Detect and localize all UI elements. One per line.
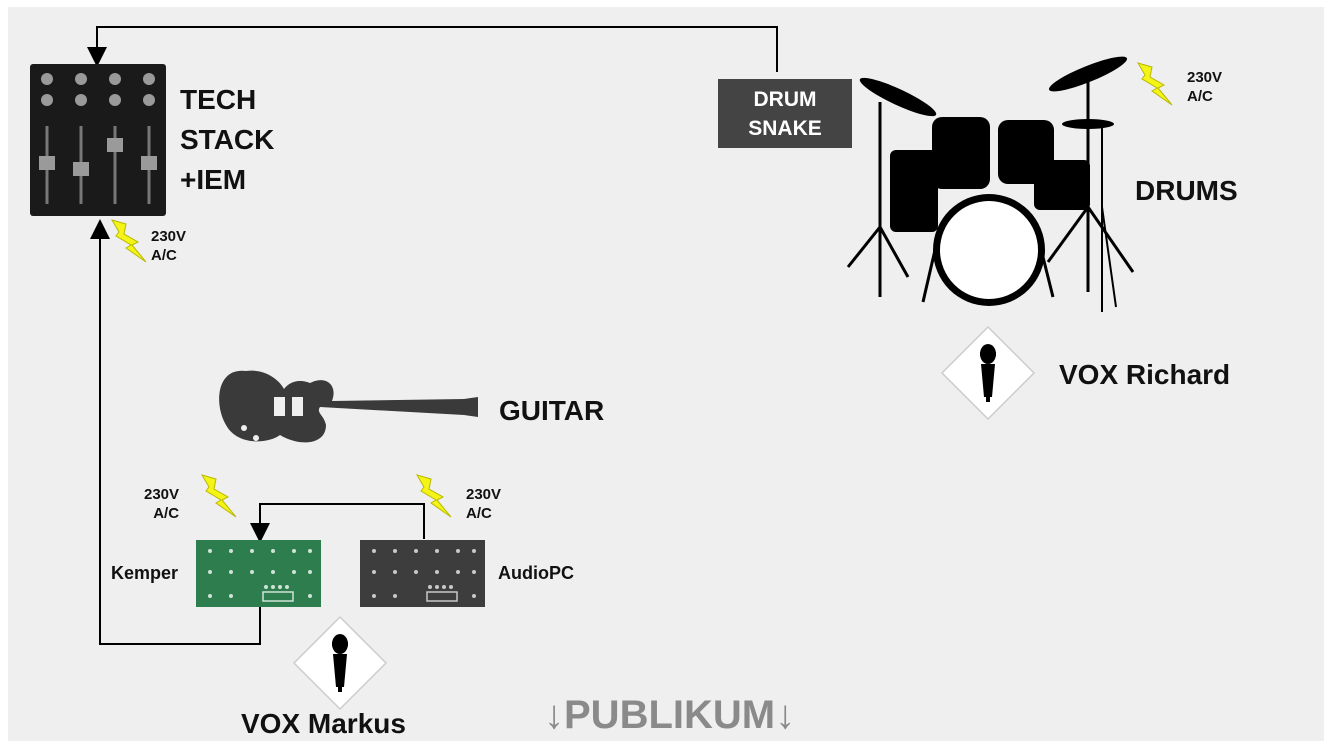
mixer-icon xyxy=(30,64,166,216)
drum-kit-icon xyxy=(846,56,1135,312)
audiopc-pedalboard-icon xyxy=(360,540,485,607)
audience-label: ↓PUBLIKUM↓ xyxy=(544,693,796,737)
power-type: A/C xyxy=(1187,88,1213,105)
power-voltage: 230V xyxy=(151,228,187,245)
drum-snake-box: DRUM SNAKE xyxy=(718,79,852,148)
lightning-icon xyxy=(416,474,452,518)
drums-label: DRUMS xyxy=(1135,175,1238,206)
drum-snake-line1: DRUM xyxy=(753,87,817,111)
power-label-drums: 230V A/C xyxy=(1187,68,1222,106)
tech-stack-line: TECH xyxy=(180,84,257,115)
tech-stack-line: +IEM xyxy=(180,164,247,195)
lightning-icon xyxy=(111,219,147,263)
stage-plot: TECH STACK +IEM DRUM SNAKE 230V A/C 230V… xyxy=(8,7,1324,741)
kemper-pedalboard-icon xyxy=(196,540,321,607)
guitar-label: GUITAR xyxy=(499,395,605,426)
guitar-icon xyxy=(219,370,479,450)
microphone-icon xyxy=(293,616,387,710)
cable-kemper-to-tech xyxy=(90,219,261,645)
drum-snake-line2: SNAKE xyxy=(748,116,822,140)
tech-stack-line: STACK xyxy=(180,124,275,155)
power-voltage: 230V xyxy=(466,486,502,503)
lightning-icon xyxy=(201,474,237,518)
power-voltage: 230V xyxy=(144,486,180,503)
power-type: A/C xyxy=(466,505,492,522)
tech-stack-label: TECH STACK +IEM xyxy=(180,80,274,200)
microphone-icon xyxy=(941,326,1035,420)
power-type: A/C xyxy=(153,505,180,522)
vox-richard-label: VOX Richard xyxy=(1059,359,1231,390)
kemper-label: Kemper xyxy=(111,563,179,583)
vox-markus-label: VOX Markus xyxy=(241,708,406,739)
power-voltage: 230V xyxy=(1187,69,1223,86)
cable-drum-snake-to-tech xyxy=(87,26,778,72)
power-label-kemper: 230V A/C xyxy=(144,485,179,523)
cable-audiopc-to-kemper xyxy=(250,503,425,543)
power-type: A/C xyxy=(151,247,177,264)
lightning-icon xyxy=(1137,62,1173,106)
audiopc-label: AudioPC xyxy=(498,563,574,583)
power-label-audiopc: 230V A/C xyxy=(466,485,501,523)
power-label-tech: 230V A/C xyxy=(151,227,186,265)
